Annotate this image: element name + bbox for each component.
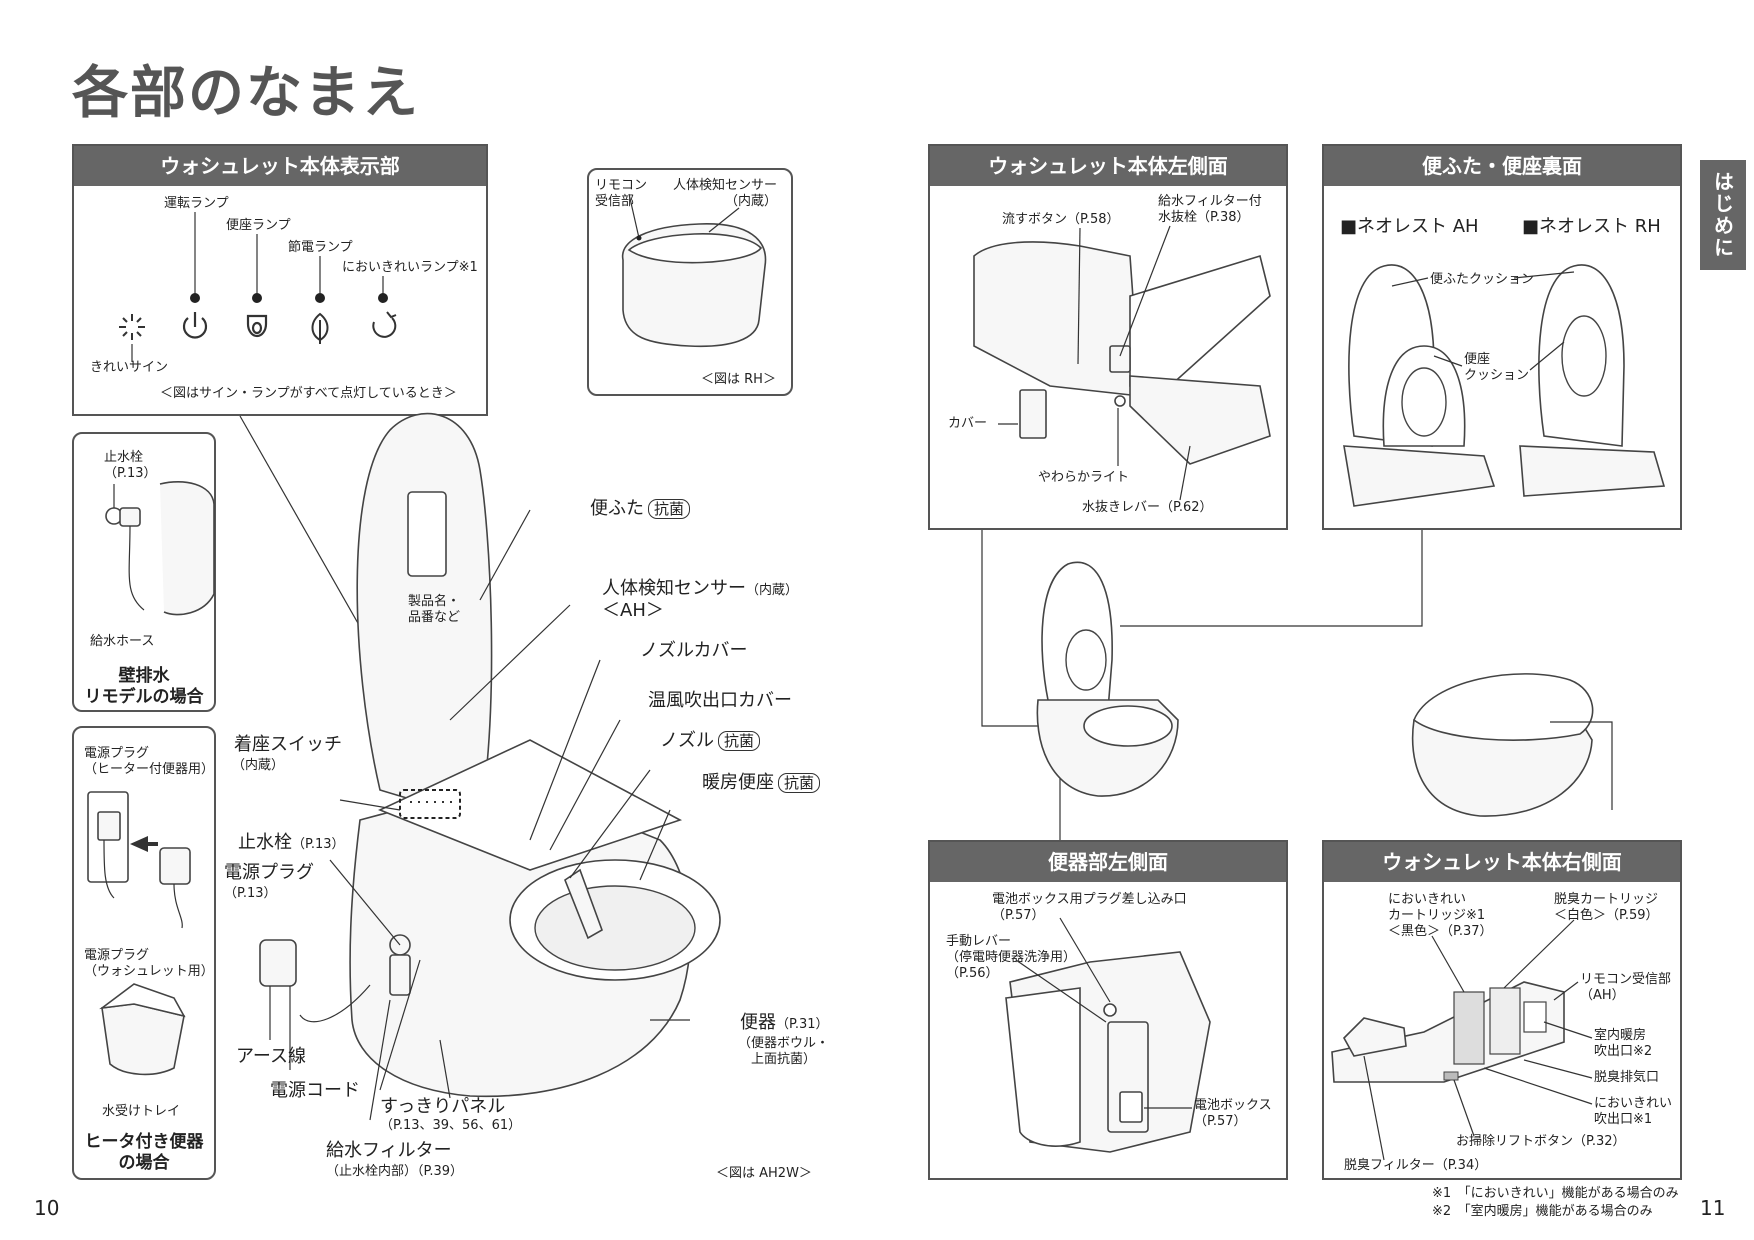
dryer-cover-label: 温風吹出口カバー xyxy=(648,690,792,711)
clean-sign-label: きれいサイン xyxy=(90,360,169,375)
odor-sparkle-icon xyxy=(372,311,397,338)
water-filter-ref: （止水栓内部）（P.39） xyxy=(326,1164,463,1179)
nozzle-label: ノズル抗菌 xyxy=(660,730,761,752)
heated-seat-label: 暖房便座抗菌 xyxy=(702,772,821,794)
page-title: 各部のなまえ xyxy=(72,61,420,126)
sensor-label: 人体検知センサー（内蔵） xyxy=(602,578,799,599)
cover-label: カバー xyxy=(948,416,988,431)
stop-valve-label: 止水栓（P.13） xyxy=(238,832,345,853)
footnote-1: ※1 「においきれい」機能がある場合のみ xyxy=(1432,1186,1679,1201)
page-number-right: 11 xyxy=(1700,1196,1726,1220)
seat-cushion-label: 便座 クッション xyxy=(1464,352,1530,383)
page-number-left: 10 xyxy=(34,1196,60,1220)
main-toilet-drawing xyxy=(239,412,721,1121)
odor-outlet-label: においきれい 吹出口※1 xyxy=(1594,1096,1673,1127)
remote-receiver-ah-label: リモコン受信部 （AH） xyxy=(1580,972,1672,1003)
section-tab[interactable]: はじめに xyxy=(1700,160,1746,270)
right-side-header: ウォシュレット本体右側面 xyxy=(1324,842,1680,882)
run-lamp-label: 運転ランプ xyxy=(164,196,229,211)
remote-receiver-label: リモコン 受信部 xyxy=(595,178,648,209)
water-tray-label: 水受けトレイ xyxy=(102,1104,181,1119)
soft-light-label: やわらかライト xyxy=(1038,470,1130,485)
human-sensor-label: 人体検知センサー （内蔵） xyxy=(673,178,778,209)
heater-toilet-panel: 電源プラグ （ヒーター付便器用） 電源プラグ （ウォシュレット用） 水受けトレイ… xyxy=(72,726,216,1180)
nozzle-cover-label: ノズルカバー xyxy=(640,640,748,661)
drain-valve-label: 給水フィルター付 水抜栓（P.38） xyxy=(1158,194,1262,225)
seat-switch-label: 着座スイッチ xyxy=(234,734,342,755)
eco-lamp-label: 節電ランプ xyxy=(288,240,353,255)
water-filter-label: 給水フィルター xyxy=(326,1140,452,1161)
deodor-exhaust-label: 脱臭排気口 xyxy=(1594,1070,1660,1085)
seat-switch-sub: （内蔵） xyxy=(232,758,285,773)
flush-button-label: 流すボタン（P.58） xyxy=(1002,212,1120,227)
remote-receiver-panel: リモコン 受信部 人体検知センサー （内蔵） ＜図は RH＞ xyxy=(587,168,793,396)
display-panel-note: ＜図はサイン・ランプがすべて点灯しているとき＞ xyxy=(160,386,457,401)
ground-wire-label: アース線 xyxy=(236,1046,307,1067)
drain-lever-label: 水抜きレバー（P.62） xyxy=(1082,500,1213,515)
deodor-filter-label: 脱臭フィルター（P.34） xyxy=(1344,1158,1488,1173)
footnote-2: ※2 「室内暖房」機能がある場合のみ xyxy=(1432,1204,1653,1219)
power-cord-label: 電源コード xyxy=(270,1080,360,1101)
bowl-left-side-panel: 便器部左側面 電池ボックス用プラグ差し込み口 （P.57） 手動レバー （停電時… xyxy=(928,840,1288,1180)
left-side-drawing xyxy=(973,225,1271,501)
battery-plug-label: 電池ボックス用プラグ差し込み口 （P.57） xyxy=(992,892,1187,923)
supply-hose-label: 給水ホース xyxy=(90,634,155,649)
odor-lamp-label: においきれいランプ※1 xyxy=(342,260,478,275)
heater-plug-label: 電源プラグ （ヒーター付便器用） xyxy=(84,746,215,777)
power-plug-label: 電源プラグ xyxy=(224,862,314,883)
right-toilet-drawing xyxy=(1411,673,1613,817)
panel-label: すっきりパネル xyxy=(380,1096,506,1117)
sparkle-icon xyxy=(119,314,145,340)
battery-box-label: 電池ボックス （P.57） xyxy=(1194,1098,1272,1129)
lid-antibac-badge: 抗菌 xyxy=(648,499,691,519)
rh-toilet-drawing xyxy=(621,193,767,348)
display-lamps-graphic xyxy=(119,212,397,362)
nozzle-antibac-badge: 抗菌 xyxy=(718,731,761,751)
lift-button-label: お掃除リフトボタン（P.32） xyxy=(1456,1134,1626,1149)
model-rh-label: ■ネオレスト RH xyxy=(1522,216,1661,237)
bowl-label: 便器（P.31） xyxy=(740,1012,829,1033)
lid-back-drawing xyxy=(1343,264,1666,507)
odor-cartridge-label: においきれい カートリッジ※1 ＜黒色＞（P.37） xyxy=(1388,892,1493,939)
seat-antibac-badge: 抗菌 xyxy=(778,773,821,793)
deodor-cartridge-label: 脱臭カートリッジ ＜白色＞（P.59） xyxy=(1554,892,1659,923)
wall-drain-caption: 壁排水 リモデルの場合 xyxy=(84,666,204,707)
product-name-label: 製品名・ 品番など xyxy=(408,594,461,625)
lid-label: 便ふた抗菌 xyxy=(590,498,691,520)
washlet-left-side-panel: ウォシュレット本体左側面 流すボタン（P.58） 給水フィルター付 水抜栓（P.… xyxy=(928,144,1288,530)
main-note: ＜図は AH2W＞ xyxy=(716,1166,812,1181)
lid-cushion-label: 便ふたクッション xyxy=(1430,272,1535,287)
panel-ref: （P.13、39、56、61） xyxy=(380,1118,522,1133)
sensor-ah-label: ＜AH＞ xyxy=(602,600,664,621)
washlet-plug-label: 電源プラグ （ウォシュレット用） xyxy=(84,948,214,979)
bowl-side-drawing xyxy=(1005,917,1211,1153)
bowl-sub: （便器ボウル・ 上面抗菌） xyxy=(738,1036,830,1067)
power-plug-ref: （P.13） xyxy=(224,886,277,901)
manual-lever-label: 手動レバー （停電時便器洗浄用） （P.56） xyxy=(946,934,1077,981)
power-icon xyxy=(182,312,208,339)
seat-icon xyxy=(246,314,268,338)
heater-outlet-label: 室内暖房 吹出口※2 xyxy=(1594,1028,1653,1059)
wall-valve-drawing xyxy=(105,481,215,616)
model-ah-label: ■ネオレスト AH xyxy=(1340,216,1479,237)
leaf-icon xyxy=(311,312,329,344)
lid-seat-back-panel: 便ふた・便座裏面 ■ネオレスト AH ■ネオレスト RH 便ふたクッション 便座… xyxy=(1322,144,1682,530)
remote-panel-note: ＜図は RH＞ xyxy=(701,372,776,387)
display-panel-header: ウォシュレット本体表示部 xyxy=(74,146,486,186)
left-side-header: ウォシュレット本体左側面 xyxy=(930,146,1286,186)
wall-drain-panel: 止水栓 （P.13） 給水ホース 壁排水 リモデルの場合 xyxy=(72,432,216,712)
heater-toilet-caption: ヒータ付き便器 の場合 xyxy=(84,1132,204,1173)
display-panel: ウォシュレット本体表示部 運転ランプ 便座ランプ 節電ランプ においきれいランプ… xyxy=(72,144,488,416)
center-toilet-drawing xyxy=(1036,561,1179,797)
bowl-side-header: 便器部左側面 xyxy=(930,842,1286,882)
lid-back-header: 便ふた・便座裏面 xyxy=(1324,146,1680,186)
connector-lines xyxy=(981,530,1423,840)
washlet-right-side-panel: ウォシュレット本体右側面 においきれい カートリッジ※1 ＜黒色＞（P.37） … xyxy=(1322,840,1682,1180)
heater-plug-drawing xyxy=(87,791,191,1076)
wall-stop-valve-label: 止水栓 （P.13） xyxy=(104,450,157,481)
right-side-drawing xyxy=(1331,919,1593,1161)
seat-lamp-label: 便座ランプ xyxy=(226,218,291,233)
